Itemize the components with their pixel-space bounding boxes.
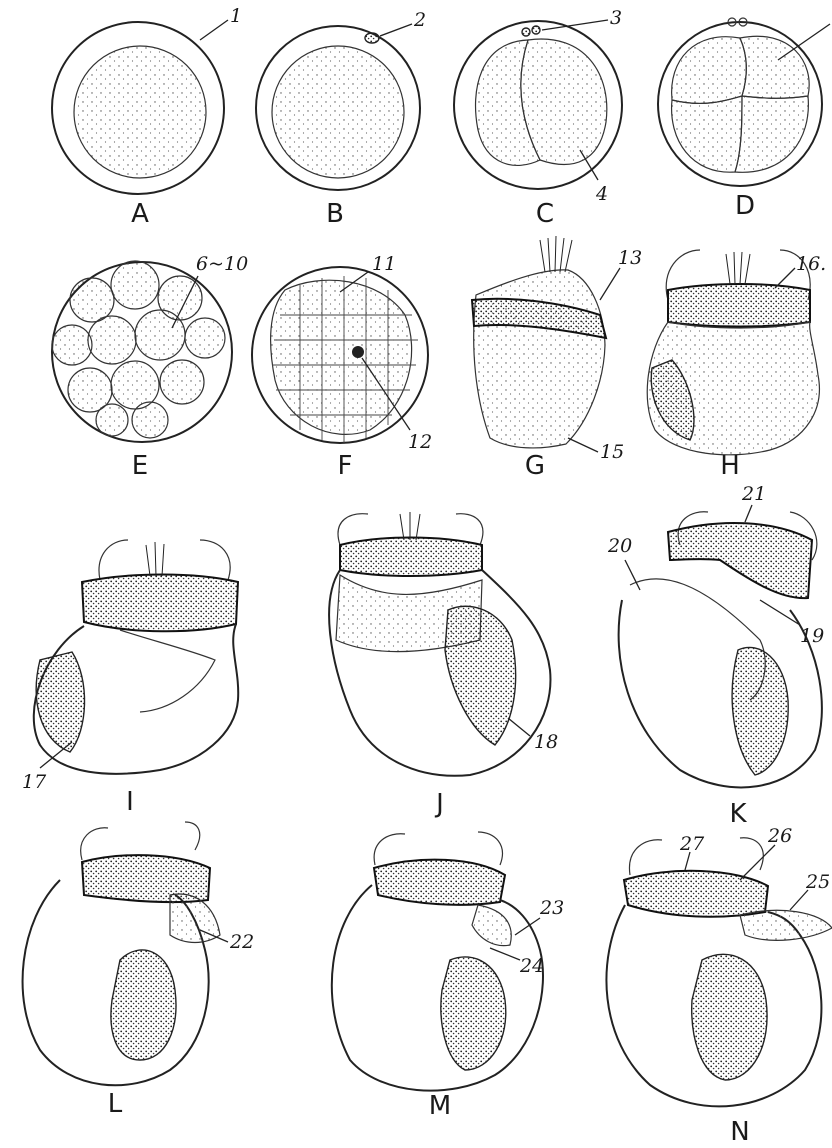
callout-label: 22	[229, 931, 254, 953]
panel-letter-e: E	[132, 451, 148, 481]
velum	[624, 871, 768, 917]
panel-letter-b: B	[326, 199, 344, 229]
foot	[120, 630, 215, 712]
callout-label: 23	[539, 897, 564, 919]
callout-label: 3	[610, 7, 622, 29]
apical-tuft	[726, 252, 750, 284]
visceral-mass	[732, 647, 788, 775]
panel-letter-g: G	[525, 451, 545, 481]
visceral-mass	[36, 652, 84, 752]
blastomere	[735, 96, 808, 172]
leader-line	[200, 20, 228, 40]
ciliary-band	[668, 284, 810, 327]
panel-h: 16. H	[647, 250, 826, 481]
leader-line	[568, 438, 598, 452]
callout-label: 1	[230, 5, 242, 27]
callout-label: 25	[805, 871, 830, 893]
apical-tuft	[540, 236, 572, 272]
egg-cell	[74, 46, 206, 178]
panel-letter-l: L	[108, 1089, 123, 1119]
panel-letter-j: J	[434, 789, 444, 819]
callout-label: 15	[600, 441, 624, 463]
visceral-mass	[111, 950, 176, 1060]
panel-i: 17 I	[22, 540, 238, 817]
velum	[340, 538, 482, 577]
callout-label: 4	[595, 183, 608, 205]
blastopore	[352, 346, 364, 358]
panel-letter-a: A	[131, 199, 149, 229]
callout-label: 17	[22, 771, 47, 793]
larva-body	[474, 270, 605, 448]
leader-line	[740, 845, 775, 880]
panel-letter-d: D	[735, 191, 755, 221]
panel-g: 13 15 G	[472, 236, 642, 481]
leader-line	[40, 742, 72, 768]
blastomere	[672, 37, 747, 104]
callout-label: 20	[607, 535, 632, 557]
visceral-mass	[692, 954, 767, 1080]
callout-label: 6~10	[196, 253, 248, 275]
polar-body	[532, 26, 540, 34]
callout-label: 16.	[796, 253, 826, 275]
callout-label: 18	[534, 731, 558, 753]
panel-letter-m: M	[429, 1091, 451, 1121]
leader-line	[508, 718, 530, 736]
panel-e: 6~10 E	[52, 253, 248, 481]
blastomere	[521, 39, 607, 164]
panel-letter-n: N	[730, 1117, 749, 1147]
leader-line	[790, 890, 808, 910]
blastula	[271, 280, 412, 434]
callout-label: 27	[679, 833, 705, 855]
shell	[619, 600, 822, 787]
panel-b: 2 B	[256, 9, 426, 229]
callout-label: 2	[413, 9, 426, 31]
callout-label: 13	[618, 247, 642, 269]
visceral-mass	[441, 957, 506, 1070]
panel-letter-h: H	[720, 451, 740, 481]
leader-line	[490, 948, 520, 960]
callout-label: 24	[519, 955, 544, 977]
leader-line	[600, 268, 620, 300]
velum	[82, 575, 238, 632]
callout-label: 11	[372, 253, 396, 275]
visceral-mass	[445, 606, 516, 745]
panel-c: 3 4 C	[454, 7, 622, 229]
panel-n: 27 26 25 N	[606, 825, 832, 1147]
panel-letter-k: K	[729, 799, 747, 829]
panel-d: D	[658, 18, 830, 221]
callout-label: 26	[767, 825, 792, 847]
leader-line	[775, 268, 795, 288]
panel-m: 23 24 M	[332, 832, 564, 1121]
leader-line	[778, 24, 830, 60]
velum	[82, 855, 210, 902]
leader-line	[625, 560, 640, 590]
apical-tuft	[400, 512, 420, 540]
leader-line	[745, 505, 752, 522]
blastomere-cluster	[52, 261, 225, 438]
panel-f: 11 12 F	[252, 253, 432, 481]
panel-letter-i: I	[126, 787, 134, 817]
panel-letter-f: F	[338, 451, 353, 481]
polar-body	[365, 33, 379, 43]
velum	[374, 860, 505, 905]
callout-label: 12	[408, 431, 432, 453]
panel-l: 22 L	[23, 822, 255, 1119]
panel-letter-c: C	[536, 199, 554, 229]
panel-j: 18 J	[329, 512, 558, 819]
callout-label: 19	[800, 625, 824, 647]
panel-a: 1 A	[52, 5, 242, 229]
shell	[332, 885, 543, 1091]
leader-line	[380, 24, 412, 36]
operculum	[472, 905, 511, 946]
apical-tuft	[146, 542, 164, 576]
panel-k: 20 21 19 K	[607, 483, 824, 829]
leader-line	[760, 600, 800, 625]
operculum	[740, 910, 832, 940]
callout-label: 21	[741, 483, 766, 505]
egg-cell	[272, 46, 404, 178]
polar-body	[522, 28, 530, 36]
